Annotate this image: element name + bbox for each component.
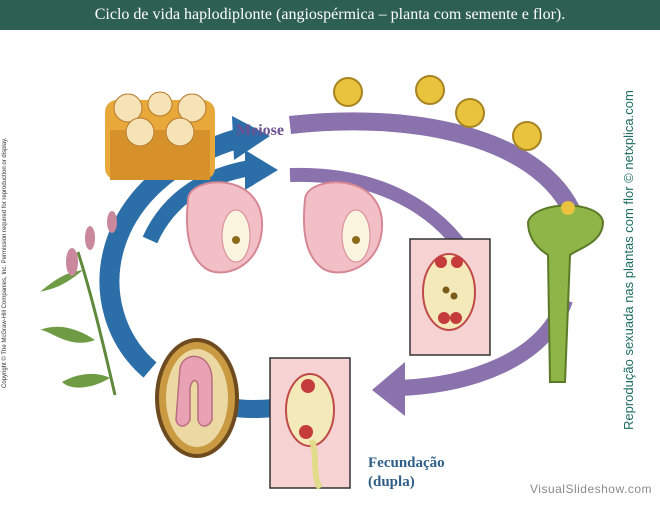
page-title: Ciclo de vida haplodiplonte (angiospérmi…: [0, 0, 660, 30]
pollen-grains-illustration: [333, 75, 542, 151]
purple-arrow-head: [372, 362, 405, 416]
life-cycle-illustration: [40, 75, 605, 490]
purple-arrow-meiosis-top: [288, 112, 589, 238]
flowering-plant-illustration: [40, 211, 117, 396]
blue-arrow-head-top: [232, 116, 270, 160]
embryo-sac-box: [409, 238, 491, 356]
label-fertilization-line1: Fecundação: [368, 455, 445, 471]
life-cycle-diagram: Meiose Fecundação (dupla): [0, 30, 660, 500]
anther-section-illustration: [105, 91, 215, 180]
side-caption: Reprodução sexuada nas plantas com flor …: [621, 90, 636, 430]
ovule-illustration-1: [185, 181, 264, 274]
label-fertilization-line2: (dupla): [368, 474, 415, 490]
blue-arrow-head-inner: [245, 150, 278, 190]
ovule-illustration-2: [302, 181, 384, 274]
label-fertilization: Fecundação (dupla): [368, 454, 445, 492]
label-meiosis: Meiose: [236, 122, 284, 139]
watermark: VisualSlideshow.com: [529, 482, 652, 496]
pistil-illustration: [526, 201, 605, 383]
fertilization-box: [269, 357, 351, 490]
seed-illustration: [155, 338, 239, 458]
copyright-notice: Copyright © The McGraw-Hill Companies, I…: [2, 137, 8, 388]
